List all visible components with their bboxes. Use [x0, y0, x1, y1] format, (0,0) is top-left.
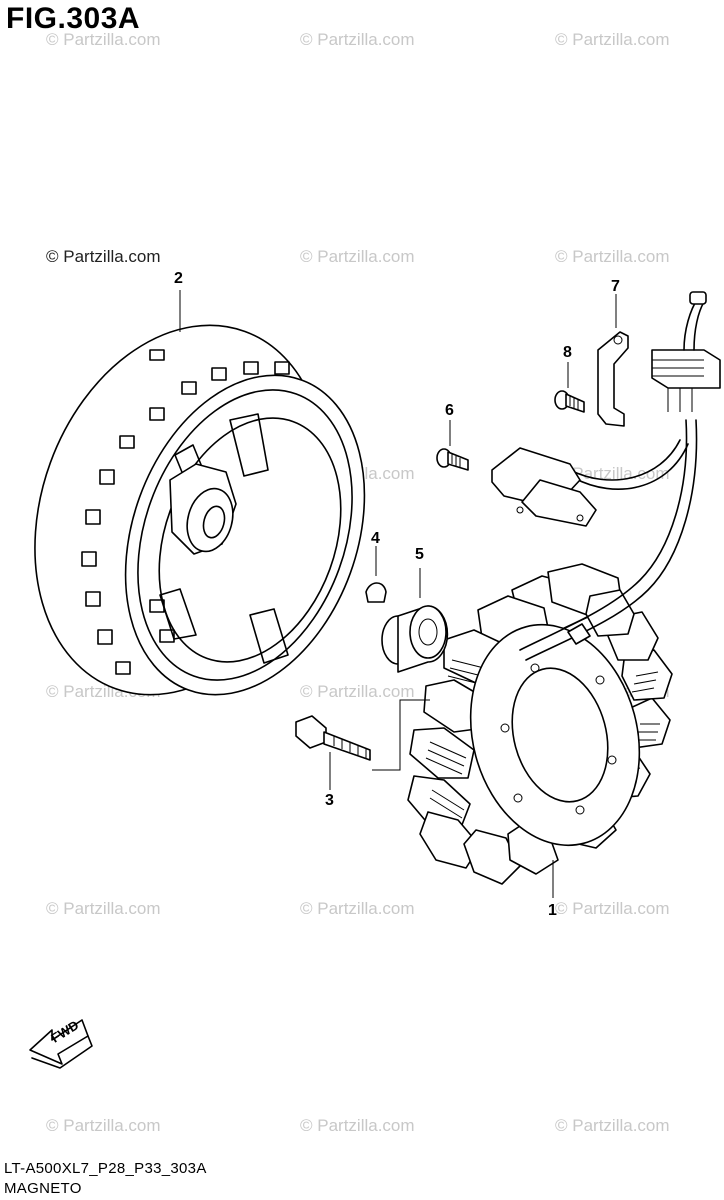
watermark: © Partzilla.com — [300, 1116, 415, 1135]
watermark: © Partzilla.com — [555, 464, 670, 483]
callout-7: 7 — [611, 278, 620, 295]
screw-8[interactable] — [554, 362, 585, 413]
figure-code: LT-A500XL7_P28_P33_303A — [4, 1160, 207, 1177]
watermark: © Partzilla.com — [46, 30, 161, 49]
watermark: © Partzilla.com — [300, 682, 415, 701]
watermark: © Partzilla.com — [555, 899, 670, 918]
bushing[interactable] — [381, 568, 449, 673]
watermark: © Partzilla.com — [300, 247, 415, 266]
callout-3: 3 — [325, 792, 334, 809]
watermark: © Partzilla.com — [555, 1116, 670, 1135]
watermark: © Partzilla.com — [46, 1116, 161, 1135]
watermark-main: © Partzilla.com — [46, 247, 161, 266]
bolt[interactable] — [295, 699, 430, 790]
watermark: © Partzilla.com — [300, 30, 415, 49]
figure-name: MAGNETO — [4, 1180, 82, 1197]
wire-harness — [519, 291, 721, 661]
watermark: © Partzilla.com — [300, 899, 415, 918]
fwd-arrow — [29, 1019, 93, 1069]
callout-4: 4 — [371, 530, 380, 547]
screw-6[interactable] — [436, 420, 469, 471]
callout-8: 8 — [563, 344, 572, 361]
callout-5: 5 — [415, 546, 424, 563]
stator[interactable] — [407, 563, 673, 898]
callout-6: 6 — [445, 402, 454, 419]
watermark: © Partzilla.com — [46, 899, 161, 918]
callout-1: 1 — [548, 902, 557, 919]
watermark: © Partzilla.com — [555, 247, 670, 266]
pickup-coil[interactable] — [491, 447, 597, 527]
flywheel-rotor[interactable] — [0, 284, 407, 735]
callout-2: 2 — [174, 270, 183, 287]
clamp[interactable] — [597, 294, 629, 427]
key[interactable] — [365, 546, 387, 603]
figure-title: FIG.303A — [6, 2, 141, 35]
watermark: © Partzilla.com — [555, 30, 670, 49]
